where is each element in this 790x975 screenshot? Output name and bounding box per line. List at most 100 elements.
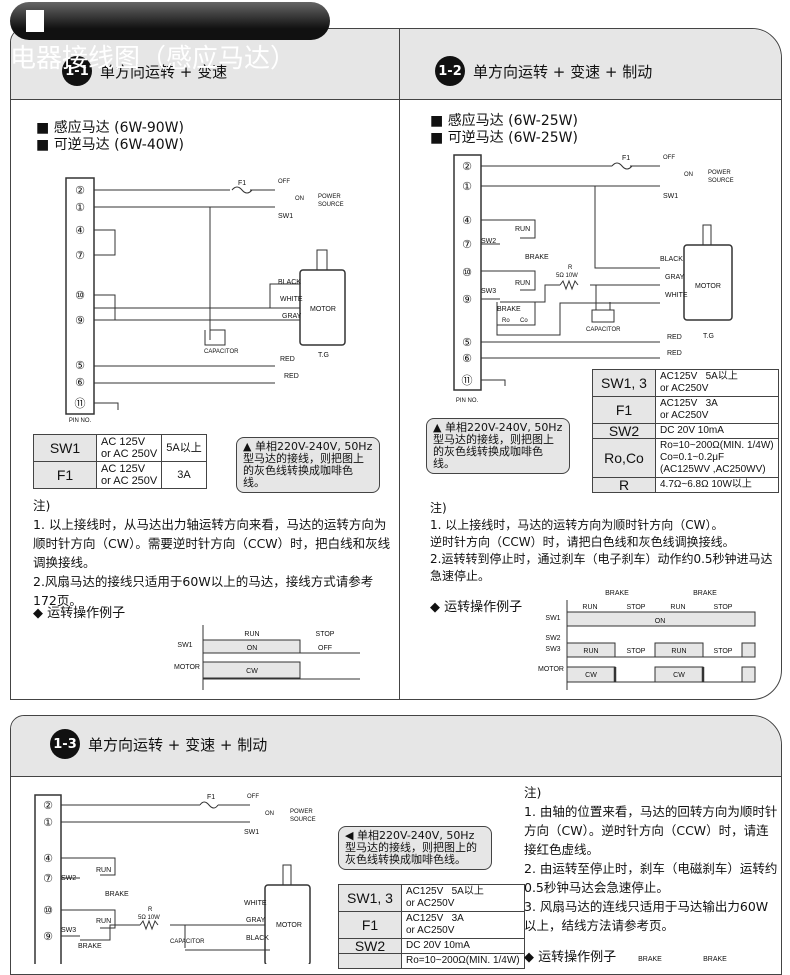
phase-run: RUN xyxy=(670,604,685,611)
wiring-diagram-1-1: ② ① ④ ⑦ ⑩ ⑨ ⑤ ⑥ ⑪ PIN NO. F1 OFF ON POWE… xyxy=(65,177,346,424)
pin-label: ② xyxy=(43,800,53,812)
row-sw1: SW1 xyxy=(545,615,560,622)
sw1-on: ON xyxy=(655,618,666,625)
spec-value: Ro=10~200Ω(MIN. 1/4W) xyxy=(660,440,774,451)
wire-white: WHITE xyxy=(280,296,303,303)
model-item: 可逆马达 (6W-40W) xyxy=(36,137,184,154)
source-label: SOURCE xyxy=(708,178,734,184)
sw23-run: RUN xyxy=(671,648,686,655)
sw3-label: SW3 xyxy=(61,927,76,934)
fuse-label: F1 xyxy=(622,155,630,162)
wire-black: BLACK xyxy=(246,935,269,942)
on-label: ON xyxy=(684,172,693,178)
section-heading: 单方向运转 + 变速 + 制动 xyxy=(88,735,268,754)
model-item: 可逆马达 (6W-25W) xyxy=(430,130,578,147)
wire-red: RED xyxy=(667,350,682,357)
spec-value: AC125V xyxy=(660,398,698,409)
sw1-on: ON xyxy=(247,645,258,652)
model-list: 感应马达 (6W-25W)可逆马达 (6W-25W) xyxy=(430,113,578,147)
sw23-stop: STOP xyxy=(627,648,646,655)
example-heading: ◆ 运转操作例子 xyxy=(430,600,523,615)
source-label: SOURCE xyxy=(290,817,316,823)
row-motor: MOTOR xyxy=(174,664,200,671)
notes-heading: 注) xyxy=(430,501,447,515)
motor-label: MOTOR xyxy=(310,306,336,313)
spec-value: AC 125V xyxy=(101,436,146,448)
sw23-stop: STOP xyxy=(714,648,733,655)
wire-gray: GRAY xyxy=(665,274,685,281)
spec-value: Ro=10~200Ω(MIN. 1/4W) xyxy=(401,953,525,969)
pin-label: ④ xyxy=(75,225,85,237)
tg-label: T.G xyxy=(703,333,714,340)
motor-cw: CW xyxy=(585,672,597,679)
spec-value: DC 20V 10mA xyxy=(655,423,779,439)
wire-white: WHITE xyxy=(244,900,267,907)
spec-value: or AC250V xyxy=(660,410,709,421)
sw2-label: SW2 xyxy=(481,238,496,245)
model-list: 感应马达 (6W-90W)可逆马达 (6W-40W) xyxy=(36,120,184,154)
notes-heading: 注) xyxy=(524,785,542,800)
wiring-diagram-1-2: ② ① ④ ⑦ ⑩ ⑨ ⑤ ⑥ ⑪ PIN NO. F1 OFF ON POWE… xyxy=(453,154,734,404)
brake-marker: BRAKE xyxy=(703,956,727,963)
phase-run: RUN xyxy=(244,631,259,638)
spec-key: F1 xyxy=(592,396,656,424)
note-item: 2.运转转到停止时，通过刹车（电子刹车）动作约0.5秒钟进马达急速停止。 xyxy=(430,552,773,583)
r-value: 5Ω 10W xyxy=(138,915,160,921)
power-label: POWER xyxy=(290,809,313,815)
sw1-label: SW1 xyxy=(663,193,678,200)
r-label: R xyxy=(148,907,153,913)
spec-key: SW2 xyxy=(592,423,656,439)
pin-label: ⑦ xyxy=(43,873,53,885)
pin-label: ⑩ xyxy=(75,290,85,302)
spec-value: or AC 250V xyxy=(101,475,158,487)
run-label: RUN xyxy=(515,226,530,233)
sw1-label: SW1 xyxy=(244,829,259,836)
warning-note: ◀ 单相220V-240V, 50Hz型马达的接线，则把图上的灰色线转换成咖啡色… xyxy=(338,826,492,870)
note-item: 2. 由运转至停止时，刹车（电磁刹车）运转约0.5秒钟马达会急速停止。 xyxy=(524,861,778,895)
sw3-label: SW3 xyxy=(481,288,496,295)
row-motor: MOTOR xyxy=(538,666,564,673)
pin-no-label: PIN NO. xyxy=(456,398,479,404)
phase-stop: STOP xyxy=(316,631,335,638)
wiring-diagram-1-3: ② ① ④ ⑦ ⑩ ⑨ F1 OFF ON POWER SOURCE SW1 S… xyxy=(34,794,316,964)
spec-value: AC125V xyxy=(406,886,444,897)
warning-note: ▲ 单相220V-240V, 50Hz型马达的接线，则把图上的灰色线转换成咖啡色… xyxy=(426,418,570,474)
spec-value: Co=0.1~0.2μF xyxy=(660,452,725,463)
phase-stop: STOP xyxy=(627,604,646,611)
phase-stop: STOP xyxy=(714,604,733,611)
phase-run: RUN xyxy=(582,604,597,611)
spec-key: SW1 xyxy=(33,434,97,462)
r-label: R xyxy=(568,265,573,271)
r-value: 5Ω 10W xyxy=(556,273,578,279)
warning-note: ▲ 单相220V-240V, 50Hz型马达的接线，则把图上的灰色线转换成咖啡色… xyxy=(236,437,380,493)
wire-black: BLACK xyxy=(660,256,683,263)
wire-red: RED xyxy=(667,334,682,341)
spec-key: F1 xyxy=(338,911,402,939)
spec-rating: 5A以上 xyxy=(705,371,738,382)
run-label: RUN xyxy=(96,918,111,925)
brake-marker: BRAKE xyxy=(638,956,662,963)
pin-label: ⑩ xyxy=(462,267,472,279)
sw1-label: SW1 xyxy=(278,213,293,220)
motor-label: MOTOR xyxy=(276,922,302,929)
ro-label: Ro xyxy=(502,318,510,324)
notes-1-2: 注) 1. 以上接线时，马达的运转方向为顺时针方向（CW）。 逆时针方向（CCW… xyxy=(430,500,775,585)
pin-label: ④ xyxy=(43,853,53,865)
brake-marker: BRAKE xyxy=(605,590,629,597)
section-heading: 单方向运转 + 变速 + 制动 xyxy=(473,62,653,81)
spec-value: or AC 250V xyxy=(101,448,158,460)
spec-value: AC125V xyxy=(660,371,698,382)
brake-label: BRAKE xyxy=(105,891,129,898)
pin-label: ④ xyxy=(462,215,472,227)
section-badge: 1-3 xyxy=(50,729,80,759)
pin-label: ⑥ xyxy=(75,377,85,389)
notes-1-3: 注) 1. 由轴的位置来看，马达的回转方向为顺时针方向（CW）。逆时针方向（CC… xyxy=(524,783,778,935)
capacitor-label: CAPACITOR xyxy=(170,939,205,945)
capacitor-label: CAPACITOR xyxy=(204,349,239,355)
section-heading: 单方向运转 + 变速 xyxy=(100,61,227,82)
wire-red: RED xyxy=(284,373,299,380)
